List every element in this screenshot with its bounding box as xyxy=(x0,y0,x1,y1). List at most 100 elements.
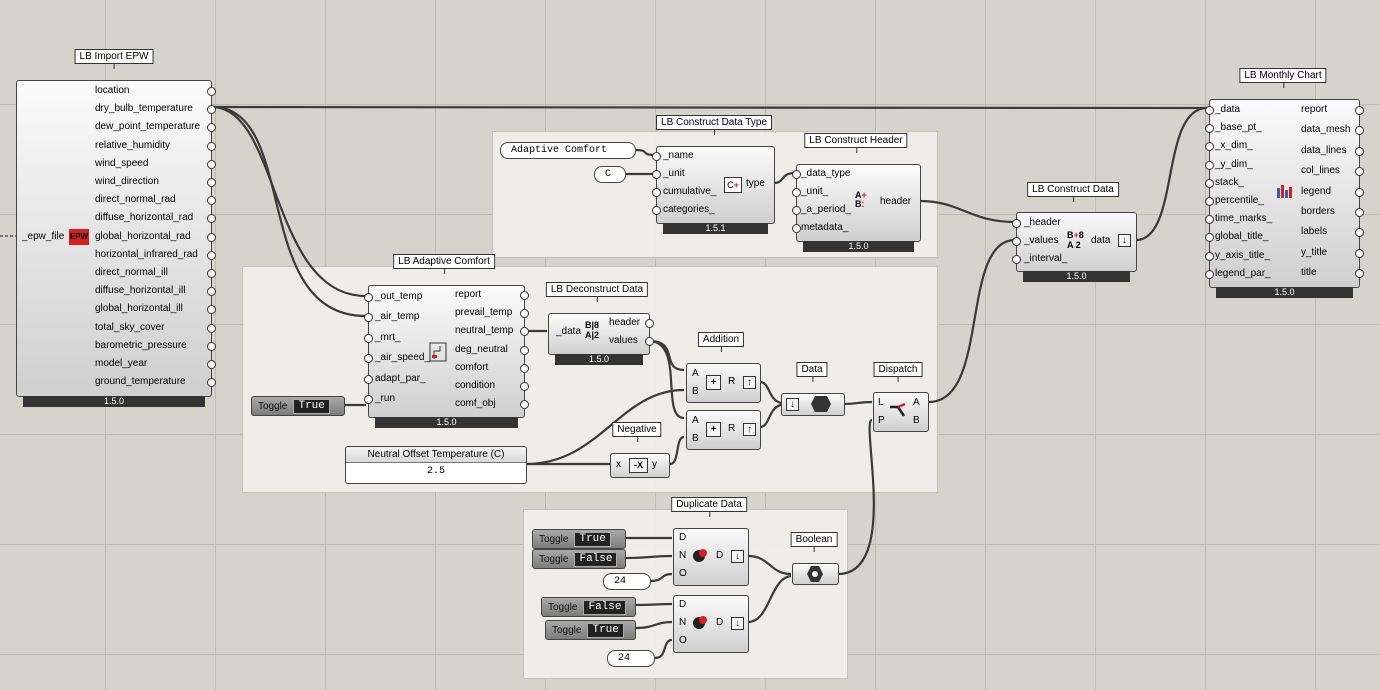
monthly-chart-output[interactable]: labels xyxy=(1301,226,1328,238)
data-param-component[interactable]: ↓ xyxy=(781,393,845,416)
deconstruct-data-input[interactable]: _data xyxy=(556,326,582,337)
adaptive-component[interactable]: _out_temp_air_temp_mrt__air_speed_adapt_… xyxy=(364,285,529,428)
construct-data-input-grip[interactable] xyxy=(1012,219,1021,228)
monthly-chart-input-grip[interactable] xyxy=(1205,215,1214,225)
negative-y-output[interactable]: y xyxy=(652,459,657,470)
construct-data-input[interactable]: _values xyxy=(1024,235,1059,246)
adaptive-output[interactable]: report xyxy=(455,289,482,300)
construct-header-component[interactable]: _data_type_unit__a_period_metadata_ A+B:… xyxy=(792,164,921,252)
duplicate-d-input[interactable]: D xyxy=(679,532,687,543)
adaptive-input[interactable]: _out_temp xyxy=(375,291,423,302)
epw-output[interactable]: direct_normal_rad xyxy=(95,194,176,206)
construct-header-input[interactable]: metadata_ xyxy=(801,222,849,233)
adaptive-input[interactable]: adapt_par_ xyxy=(375,372,426,384)
monthly-chart-input[interactable]: _x_dim_ xyxy=(1215,140,1253,152)
monthly-chart-output-grip[interactable] xyxy=(1355,146,1364,156)
epw-output-grip[interactable] xyxy=(207,360,216,369)
addition-a-input[interactable]: A xyxy=(692,368,699,379)
monthly-chart-output-grip[interactable] xyxy=(1355,248,1364,258)
epw-file-input[interactable]: _epw_file xyxy=(22,231,65,242)
monthly-chart-output[interactable]: title xyxy=(1301,267,1317,279)
adaptive-output[interactable]: neutral_temp xyxy=(455,325,514,337)
count-panel-1[interactable]: 24 xyxy=(603,573,651,590)
toggle-d1[interactable]: Toggle True xyxy=(532,529,626,549)
epw-output[interactable]: diffuse_horizontal_rad xyxy=(95,212,194,224)
addition-r-output[interactable]: R xyxy=(728,423,736,434)
epw-output[interactable]: global_horizontal_ill xyxy=(95,303,183,315)
addition-b-input[interactable]: B xyxy=(692,433,699,444)
adaptive-input[interactable]: _run xyxy=(375,393,396,404)
type-output[interactable]: type xyxy=(746,178,765,189)
monthly-chart-output[interactable]: col_lines xyxy=(1301,165,1340,177)
monthly-chart-input[interactable]: y_axis_title_ xyxy=(1215,249,1271,261)
epw-output-grip[interactable] xyxy=(207,323,216,333)
monthly-chart-input[interactable]: time_marks_ xyxy=(1215,213,1273,225)
monthly-chart-input[interactable]: _base_pt_ xyxy=(1215,122,1262,134)
epw-output-grip[interactable] xyxy=(207,214,216,224)
negative-component[interactable]: x -X y xyxy=(610,453,670,478)
monthly-chart-component[interactable]: _data_base_pt__x_dim__y_dim_stack_percen… xyxy=(1205,99,1364,298)
negative-x-input[interactable]: x xyxy=(616,459,621,470)
epw-output[interactable]: global_horizontal_rad xyxy=(95,230,191,242)
monthly-chart-output-grip[interactable] xyxy=(1355,187,1364,197)
unit-panel[interactable]: C xyxy=(594,166,626,183)
epw-output-grip[interactable] xyxy=(207,287,216,297)
epw-output[interactable]: wind_speed xyxy=(95,157,149,169)
adaptive-input[interactable]: _mrt_ xyxy=(375,331,401,343)
monthly-chart-input-grip[interactable] xyxy=(1205,178,1214,188)
monthly-chart-output-grip[interactable] xyxy=(1355,208,1364,217)
duplicate-component-2[interactable]: D N O D ↓ xyxy=(673,595,749,653)
epw-output[interactable]: relative_humidity xyxy=(95,139,171,151)
toggle-d3[interactable]: Toggle False xyxy=(541,597,636,617)
toggle-d2[interactable]: Toggle False xyxy=(532,549,626,569)
epw-output-grip[interactable] xyxy=(207,196,216,206)
duplicate-d-output[interactable]: D xyxy=(716,550,724,561)
construct-data-input-grip[interactable] xyxy=(1012,255,1021,264)
adaptive-output-grip[interactable] xyxy=(520,382,529,391)
construct-type-input[interactable]: categories_ xyxy=(663,204,715,215)
monthly-chart-input-grip[interactable] xyxy=(1205,160,1214,170)
duplicate-d-input[interactable]: D xyxy=(679,599,687,610)
toggle-d4[interactable]: Toggle True xyxy=(545,620,636,640)
construct-type-input-grip[interactable] xyxy=(652,206,661,215)
epw-output[interactable]: wind_direction xyxy=(95,176,159,187)
epw-output[interactable]: horizontal_infrared_rad xyxy=(95,248,198,260)
count-panel-2[interactable]: 24 xyxy=(607,650,655,667)
adaptive-output-grip[interactable] xyxy=(520,327,529,337)
epw-output[interactable]: dew_point_temperature xyxy=(95,121,201,133)
monthly-chart-input-grip[interactable] xyxy=(1205,142,1214,152)
monthly-chart-input-grip[interactable] xyxy=(1205,251,1214,261)
epw-output[interactable]: ground_temperature xyxy=(95,376,186,388)
deconstruct-output[interactable]: header xyxy=(609,317,641,328)
construct-type-input[interactable]: _name xyxy=(663,150,694,161)
monthly-chart-input[interactable]: percentile_ xyxy=(1215,195,1264,206)
adaptive-input-grip[interactable] xyxy=(364,333,373,343)
construct-type-input[interactable]: cumulative_ xyxy=(663,186,717,197)
addition-component-1[interactable]: A B + R ↑ xyxy=(686,363,761,403)
duplicate-o-input[interactable]: O xyxy=(679,635,687,646)
epw-output[interactable]: total_sky_cover xyxy=(95,321,165,333)
adaptive-output-grip[interactable] xyxy=(520,400,529,410)
monthly-chart-output-grip[interactable] xyxy=(1355,106,1364,115)
monthly-chart-input-grip[interactable] xyxy=(1205,124,1214,134)
epw-output-grip[interactable] xyxy=(207,341,216,351)
adaptive-output[interactable]: deg_neutral xyxy=(455,343,508,355)
addition-component-2[interactable]: A B + R ↑ xyxy=(686,410,761,450)
monthly-chart-output-grip[interactable] xyxy=(1355,126,1364,136)
monthly-chart-input[interactable]: global_title_ xyxy=(1215,231,1269,243)
deconstruct-output-grip[interactable] xyxy=(645,319,654,328)
monthly-chart-input[interactable]: _data xyxy=(1215,104,1241,115)
adaptive-input-grip[interactable] xyxy=(364,313,373,323)
construct-type-input-grip[interactable] xyxy=(652,188,661,197)
dispatch-b-output[interactable]: B xyxy=(913,415,920,426)
adaptive-input[interactable]: _air_temp xyxy=(375,311,420,323)
epw-output-grip[interactable] xyxy=(207,141,216,151)
monthly-chart-output-grip[interactable] xyxy=(1355,269,1364,279)
epw-output-grip[interactable] xyxy=(207,105,216,115)
monthly-chart-input-grip[interactable] xyxy=(1205,106,1214,115)
run-toggle[interactable]: Toggle True xyxy=(251,396,345,416)
adaptive-output-grip[interactable] xyxy=(520,345,529,355)
name-panel[interactable]: Adaptive Comfort xyxy=(500,142,636,159)
